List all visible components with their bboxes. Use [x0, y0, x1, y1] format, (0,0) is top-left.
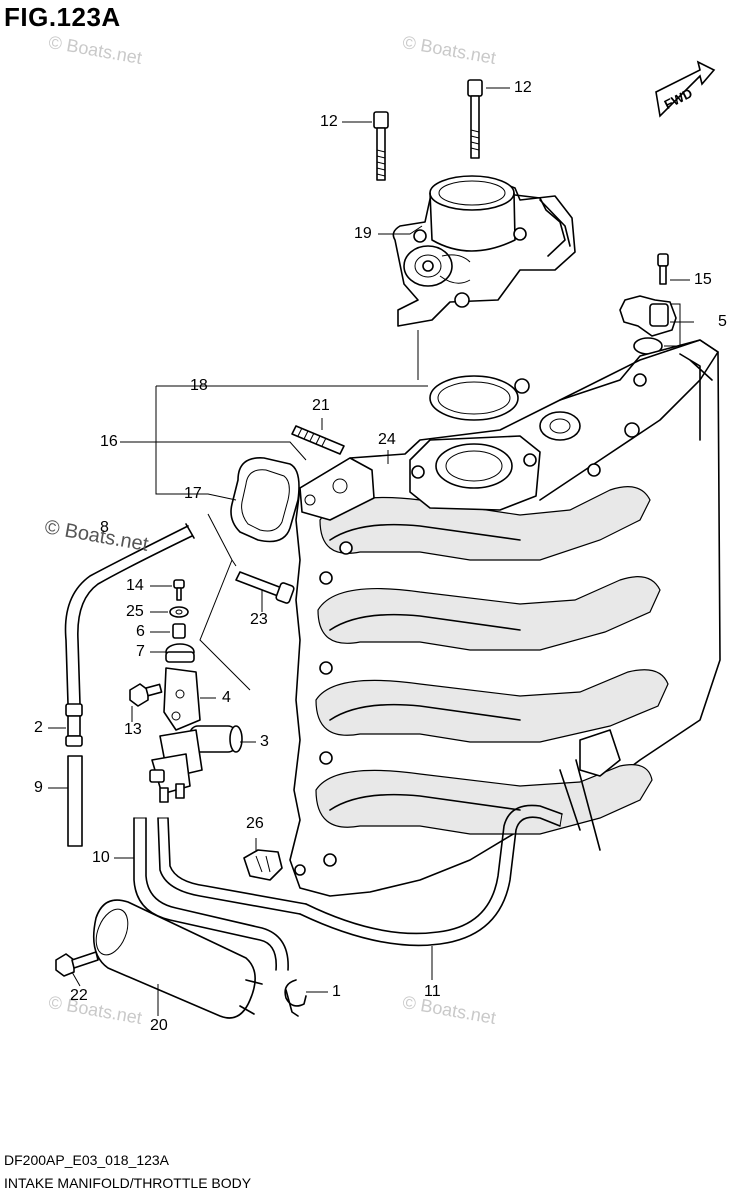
clip-1: [284, 979, 307, 1017]
bolt-12-left: [373, 111, 389, 181]
leader-lines: [48, 87, 694, 1016]
callout-1[interactable]: 1: [332, 983, 341, 1000]
solenoid-valve-3: [149, 725, 243, 803]
bolt-13: [129, 683, 163, 707]
callout-20[interactable]: 20: [150, 1017, 168, 1034]
screw-14: [173, 579, 185, 601]
callout-5[interactable]: 5: [718, 313, 727, 330]
diagram-name: INTAKE MANIFOLD/THROTTLE BODY: [4, 1175, 252, 1191]
connector-2: [65, 703, 83, 747]
bracket-4: [163, 667, 201, 731]
hose-10: [133, 817, 307, 971]
grommet-7: [165, 643, 195, 663]
collar-6: [172, 623, 186, 639]
callout-12-left[interactable]: 12: [320, 113, 338, 130]
bolt-22: [55, 951, 99, 977]
figure-title: FIG.123A: [4, 2, 121, 32]
fwd-arrow-icon: FWD: [655, 60, 716, 118]
hose-8: [64, 523, 195, 705]
callout-22[interactable]: 22: [70, 987, 88, 1004]
callout-11[interactable]: 11: [424, 983, 441, 1000]
throttle-body: [392, 175, 576, 327]
callout-19[interactable]: 19: [354, 225, 372, 242]
hose-9: [67, 755, 83, 847]
callout-26[interactable]: 26: [246, 815, 264, 832]
callout-2[interactable]: 2: [34, 719, 43, 736]
bolt-12-right: [467, 79, 483, 159]
callout-13[interactable]: 13: [124, 721, 142, 738]
callout-7[interactable]: 7: [136, 643, 145, 660]
hose-11: [299, 804, 563, 947]
callout-10[interactable]: 10: [92, 849, 110, 866]
callout-23[interactable]: 23: [250, 611, 268, 628]
callout-16[interactable]: 16: [100, 433, 118, 450]
callout-25[interactable]: 25: [126, 603, 144, 620]
callout-14[interactable]: 14: [126, 577, 144, 594]
gasket-17: [230, 457, 300, 543]
callout-21[interactable]: 21: [312, 397, 330, 414]
callout-9[interactable]: 9: [34, 779, 43, 796]
callout-18[interactable]: 18: [190, 377, 208, 394]
callout-6[interactable]: 6: [136, 623, 145, 640]
callout-17[interactable]: 17: [184, 485, 202, 502]
diagram-code: DF200AP_E03_018_123A: [4, 1152, 170, 1168]
stud-21: [291, 425, 345, 455]
callout-3[interactable]: 3: [260, 733, 269, 750]
callout-8[interactable]: 8: [100, 519, 109, 536]
washer-25: [169, 606, 189, 618]
callout-24[interactable]: 24: [378, 431, 396, 448]
clip-26: [243, 849, 283, 881]
intake-manifold: [289, 339, 721, 897]
canister-20: [92, 899, 263, 1019]
sensor-5: [619, 253, 677, 355]
gasket-ring-18: [429, 375, 530, 421]
callout-12-right[interactable]: 12: [514, 79, 532, 96]
callout-15[interactable]: 15: [694, 271, 712, 288]
bolt-23: [235, 571, 295, 604]
callout-4[interactable]: 4: [222, 689, 231, 706]
